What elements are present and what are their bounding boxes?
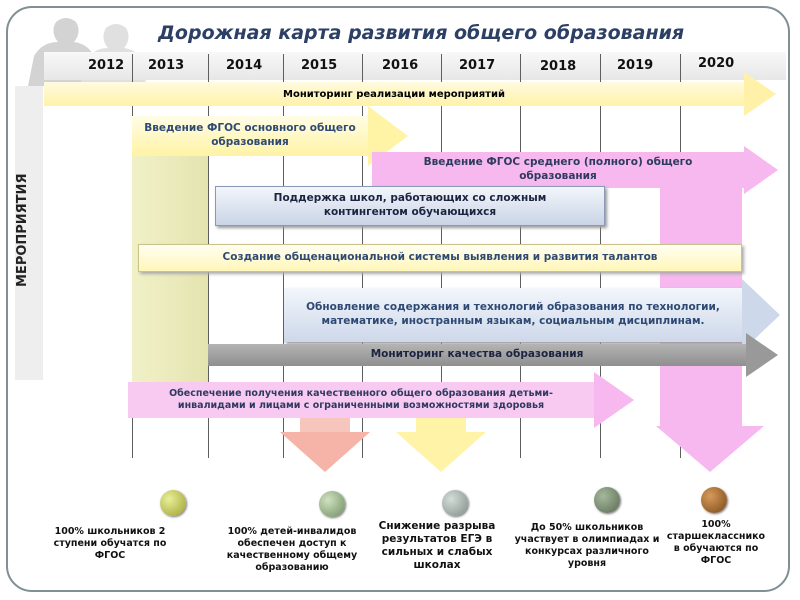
year-2016: 2016 [382, 58, 419, 73]
outcome-2-text: 100% детей-инвалидов обеспечен доступ к … [226, 526, 358, 573]
fgos-basic-arrow: Введение ФГОС основного общего образован… [132, 116, 368, 156]
quality-monitoring-arrowhead-icon [746, 333, 778, 377]
outcome-3-circle-icon [442, 490, 468, 516]
inclusive-education-arrowhead-icon [594, 372, 634, 428]
activities-side-band [15, 86, 43, 380]
year-2019: 2019 [617, 58, 654, 73]
fgos-secondary-down-arrow-icon [656, 426, 764, 472]
outcome-1-circle-icon [160, 490, 186, 516]
year-2012: 2012 [88, 58, 125, 73]
year-2017: 2017 [459, 58, 496, 73]
inclusive-down-arrow-icon [280, 432, 370, 472]
monitoring-implementation-arrowhead-icon [744, 72, 776, 116]
year-2015: 2015 [301, 58, 338, 73]
year-2013: 2013 [148, 58, 185, 73]
outcome-2-circle-icon [319, 491, 345, 517]
quality-monitoring-arrow: Мониторинг качества образования [208, 344, 746, 366]
inclusive-education-arrow: Обеспечение получения качественного обще… [128, 382, 594, 418]
outcome-4-text: До 50% школьников участвует в олимпиадах… [514, 522, 660, 569]
fgos-secondary-arrowhead-icon [744, 146, 778, 194]
school-support-box: Поддержка школ, работающих со сложным ко… [215, 186, 605, 226]
fgos-secondary-arrow: Введение ФГОС среднего (полного) общего … [372, 152, 744, 188]
year-2020: 2020 [698, 56, 735, 71]
outcome-3-text: Снижение разрыва результатов ЕГЭ в сильн… [378, 520, 496, 572]
monitoring-implementation-arrow: Мониторинг реализации мероприятий [44, 82, 744, 106]
year-2018: 2018 [540, 59, 577, 74]
timeline-band [44, 52, 786, 80]
content-update-arrow: Обновление содержания и технологий образ… [284, 288, 742, 342]
year-2014: 2014 [226, 58, 263, 73]
outcome-5-circle-icon [701, 487, 727, 513]
outcome-5-text: 100% старшеклассникo в обучаются по ФГОС [666, 519, 766, 566]
page-title: Дорожная карта развития общего образован… [158, 22, 685, 44]
outcome-1-text: 100% школьников 2 ступени обучатся по ФГ… [53, 526, 167, 561]
activities-side-label: МЕРОПРИЯТИЯ [15, 173, 30, 287]
outcome-4-circle-icon [594, 487, 620, 513]
talent-system-bar: Создание общенациональной системы выявле… [138, 244, 742, 272]
exam-gap-down-arrow-icon [396, 432, 486, 472]
